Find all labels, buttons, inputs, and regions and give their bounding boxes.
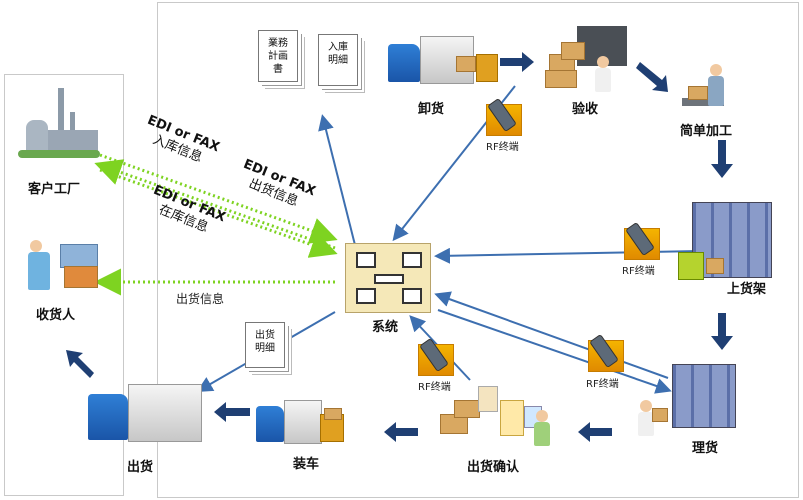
loading-truck (256, 400, 356, 446)
rf-terminal-label: RF终端 (418, 382, 451, 393)
loading-label: 装车 (293, 457, 320, 472)
consignee-label: 收货人 (36, 308, 76, 323)
rf-terminal-icon (486, 104, 522, 136)
simple-processing-label: 简单加工 (680, 124, 733, 139)
customer-frame (4, 74, 124, 496)
processing-illustration (682, 64, 738, 112)
picking-label: 理货 (692, 441, 719, 456)
unloading-label: 卸货 (418, 102, 445, 117)
picking-illustration (672, 364, 736, 428)
system-network-icon (345, 243, 431, 313)
rf-terminal-icon (624, 228, 660, 260)
rf-terminal-label: RF终端 (486, 142, 519, 153)
rf-terminal-label: RF终端 (622, 266, 655, 277)
unloading-truck (388, 36, 498, 88)
business-plan-doc: 業務 計画 書 (258, 30, 298, 82)
rf-terminal-icon (588, 340, 624, 372)
shelving-label: 上货架 (727, 282, 767, 297)
picking-box (652, 408, 668, 422)
shipping-confirm-illustration (440, 386, 560, 448)
shipping-info-label: 出货信息 (176, 292, 225, 306)
factory-illustration (18, 82, 100, 162)
warehouse-frame (157, 2, 799, 498)
inspection-label: 验收 (572, 102, 599, 117)
shipping-confirm-label: 出货确认 (467, 460, 520, 475)
shipping-label: 出货 (127, 460, 154, 475)
consignee-illustration (20, 232, 100, 300)
shelving-illustration (678, 202, 772, 280)
system-label: 系统 (372, 320, 399, 335)
shipping-truck (88, 384, 203, 446)
rf-terminal-icon (418, 344, 454, 376)
shipping-detail-doc: 出货 明细 (245, 322, 285, 368)
receipt-detail-doc: 入庫 明細 (318, 34, 358, 86)
inspection-illustration (545, 26, 630, 92)
customer-factory-label: 客户工厂 (28, 182, 81, 197)
rf-terminal-label: RF终端 (586, 379, 619, 390)
